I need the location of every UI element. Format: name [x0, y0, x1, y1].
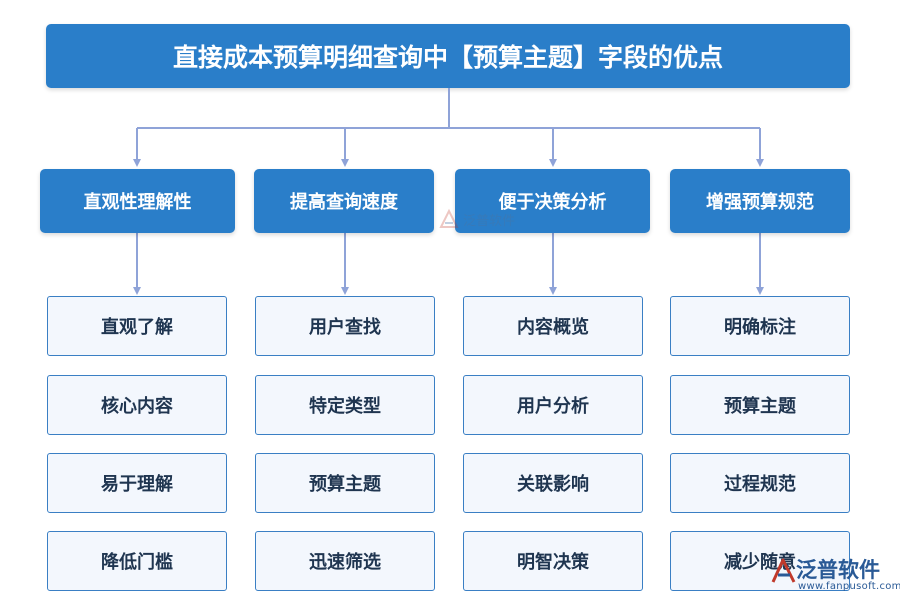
- item-standard-1: 明确标注: [670, 296, 850, 356]
- category-decision: 便于决策分析: [455, 169, 650, 233]
- item-intuitive-2: 核心内容: [47, 375, 227, 435]
- category-intuitive: 直观性理解性: [40, 169, 235, 233]
- watermark-url: www.fanpusoft.com: [798, 581, 900, 592]
- item-speed-2: 特定类型: [255, 375, 435, 435]
- item-intuitive-4: 降低门槛: [47, 531, 227, 591]
- category-standard: 增强预算规范: [670, 169, 850, 233]
- item-standard-2: 预算主题: [670, 375, 850, 435]
- watermark-corner: 泛普软件 www.fanpusoft.com: [770, 550, 900, 600]
- item-decision-1: 内容概览: [463, 296, 643, 356]
- watermark-center-text: 泛普软件: [463, 213, 516, 229]
- item-intuitive-1: 直观了解: [47, 296, 227, 356]
- item-speed-1: 用户查找: [255, 296, 435, 356]
- fanpu-logo-icon: [771, 558, 796, 583]
- watermark-center: 泛普软件: [438, 208, 515, 230]
- fanpu-logo-icon: [439, 208, 459, 228]
- watermark-brand: 泛普软件: [796, 558, 880, 582]
- item-speed-3: 预算主题: [255, 453, 435, 513]
- item-decision-2: 用户分析: [463, 375, 643, 435]
- item-speed-4: 迅速筛选: [255, 531, 435, 591]
- item-standard-3: 过程规范: [670, 453, 850, 513]
- item-decision-4: 明智决策: [463, 531, 643, 591]
- item-intuitive-3: 易于理解: [47, 453, 227, 513]
- category-query-speed: 提高查询速度: [254, 169, 434, 233]
- item-decision-3: 关联影响: [463, 453, 643, 513]
- diagram-title: 直接成本预算明细查询中【预算主题】字段的优点: [46, 24, 850, 88]
